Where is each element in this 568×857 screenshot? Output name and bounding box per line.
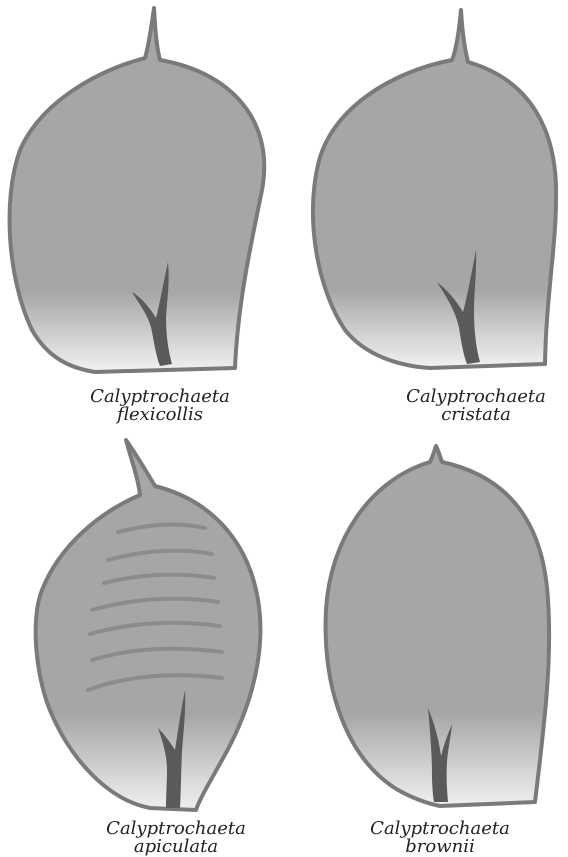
leaf-apiculata [36, 440, 261, 810]
caption-cristata: Calyptrochaeta cristata [406, 388, 546, 424]
leaf-blade [10, 8, 265, 372]
caption-apiculata: Calyptrochaeta apiculata [106, 820, 246, 856]
leaf-blade [313, 10, 556, 368]
caption-species: cristata [406, 406, 546, 424]
leaf-brownii [326, 446, 550, 806]
caption-species: brownii [370, 838, 510, 856]
caption-species: apiculata [106, 838, 246, 856]
caption-species: flexicollis [90, 406, 230, 424]
leaf-flexicollis [10, 8, 265, 372]
leaf-cristata [313, 10, 556, 368]
caption-brownii: Calyptrochaeta brownii [370, 820, 510, 856]
caption-flexicollis: Calyptrochaeta flexicollis [90, 388, 230, 424]
